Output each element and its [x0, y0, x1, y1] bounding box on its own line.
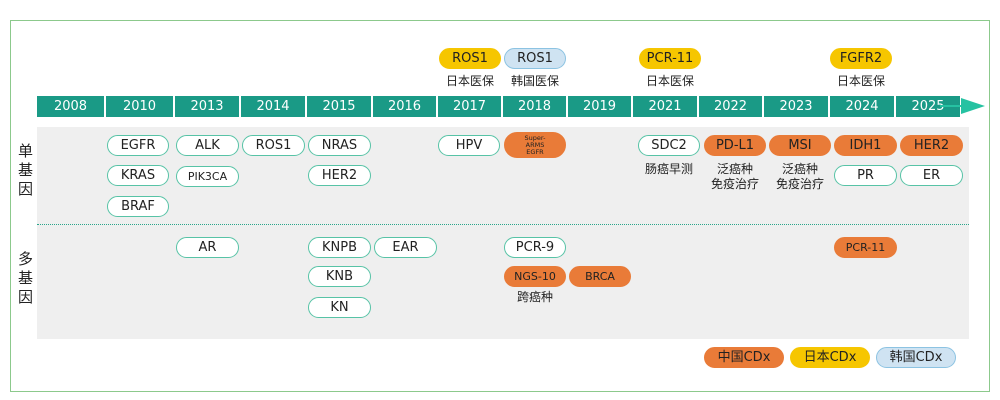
note-pdl1-line1: 泛癌种: [716, 162, 753, 176]
note-ngs10: 跨癌种: [516, 290, 553, 304]
year-2023: 2023: [764, 96, 828, 117]
note-japan-insurance-2017: 日本医保: [445, 74, 494, 88]
badge-pcr11-japan: PCR-11: [639, 48, 701, 69]
row-label-single: 单基因: [18, 142, 34, 198]
marker-pdl1: PD-L1: [704, 135, 766, 156]
superarms-line3: EGFR: [526, 148, 544, 156]
marker-ros1: ROS1: [242, 135, 305, 156]
marker-alk: ALK: [176, 135, 239, 156]
marker-kras: KRAS: [107, 165, 169, 186]
marker-ngs10: NGS-10: [504, 266, 566, 287]
year-2024: 2024: [830, 96, 894, 117]
marker-knpb: KNPB: [308, 237, 371, 258]
marker-knb: KNB: [308, 266, 371, 287]
year-2019: 2019: [568, 96, 631, 117]
year-2013: 2013: [175, 96, 239, 117]
legend-japan: 日本CDx: [790, 347, 870, 368]
row-divider: [37, 224, 969, 225]
marker-er: ER: [900, 165, 963, 186]
note-sdc2: 肠癌早测: [644, 162, 693, 176]
marker-sdc2: SDC2: [638, 135, 700, 156]
badge-ros1-korea: ROS1: [504, 48, 566, 69]
marker-egfr: EGFR: [107, 135, 169, 156]
year-2018: 2018: [503, 96, 566, 117]
note-japan-insurance-2021: 日本医保: [645, 74, 694, 88]
timeline-arrow-line: [940, 105, 964, 107]
note-pdl1-line2: 免疫治疗: [710, 177, 759, 191]
note-japan-insurance-2024: 日本医保: [836, 74, 885, 88]
year-2022: 2022: [699, 96, 762, 117]
marker-pik3ca: PIK3CA: [176, 166, 239, 187]
marker-pr: PR: [834, 165, 897, 186]
year-2017: 2017: [438, 96, 501, 117]
marker-hpv: HPV: [438, 135, 500, 156]
content-background: [37, 127, 969, 339]
legend-china: 中国CDx: [704, 347, 784, 368]
year-2014: 2014: [241, 96, 305, 117]
marker-ar: AR: [176, 237, 239, 258]
marker-brca: BRCA: [569, 266, 631, 287]
year-2021: 2021: [633, 96, 697, 117]
badge-fgfr2-japan: FGFR2: [830, 48, 892, 69]
note-msi-line2: 免疫治疗: [775, 177, 824, 191]
row-label-multi: 多基因: [18, 250, 34, 306]
superarms-line1: Super-: [524, 134, 546, 142]
note-pdl1: 泛癌种 免疫治疗: [695, 162, 775, 192]
note-msi-line1: 泛癌种: [781, 162, 818, 176]
marker-nras: NRAS: [308, 135, 371, 156]
year-2025: 2025: [896, 96, 960, 117]
badge-ros1-japan: ROS1: [439, 48, 501, 69]
marker-kn: KN: [308, 297, 371, 318]
year-2008: 2008: [37, 96, 104, 117]
note-msi: 泛癌种 免疫治疗: [760, 162, 840, 192]
marker-ear: EAR: [374, 237, 437, 258]
marker-braf: BRAF: [107, 196, 169, 217]
diagram-frame: [10, 20, 990, 392]
year-2010: 2010: [106, 96, 173, 117]
marker-pcr11-multi: PCR-11: [834, 237, 897, 258]
marker-her2-2015: HER2: [308, 165, 371, 186]
marker-msi: MSI: [769, 135, 831, 156]
marker-superarms-egfr: Super- ARMS EGFR: [504, 132, 566, 158]
legend-korea: 韩国CDx: [876, 347, 956, 368]
marker-her2-2025: HER2: [900, 135, 963, 156]
note-korea-insurance-2018: 韩国医保: [510, 74, 559, 88]
marker-idh1: IDH1: [834, 135, 897, 156]
superarms-line2: ARMS: [525, 141, 545, 149]
year-2015: 2015: [307, 96, 371, 117]
marker-pcr9: PCR-9: [504, 237, 566, 258]
year-2016: 2016: [373, 96, 436, 117]
timeline-arrow-icon: [961, 98, 985, 114]
